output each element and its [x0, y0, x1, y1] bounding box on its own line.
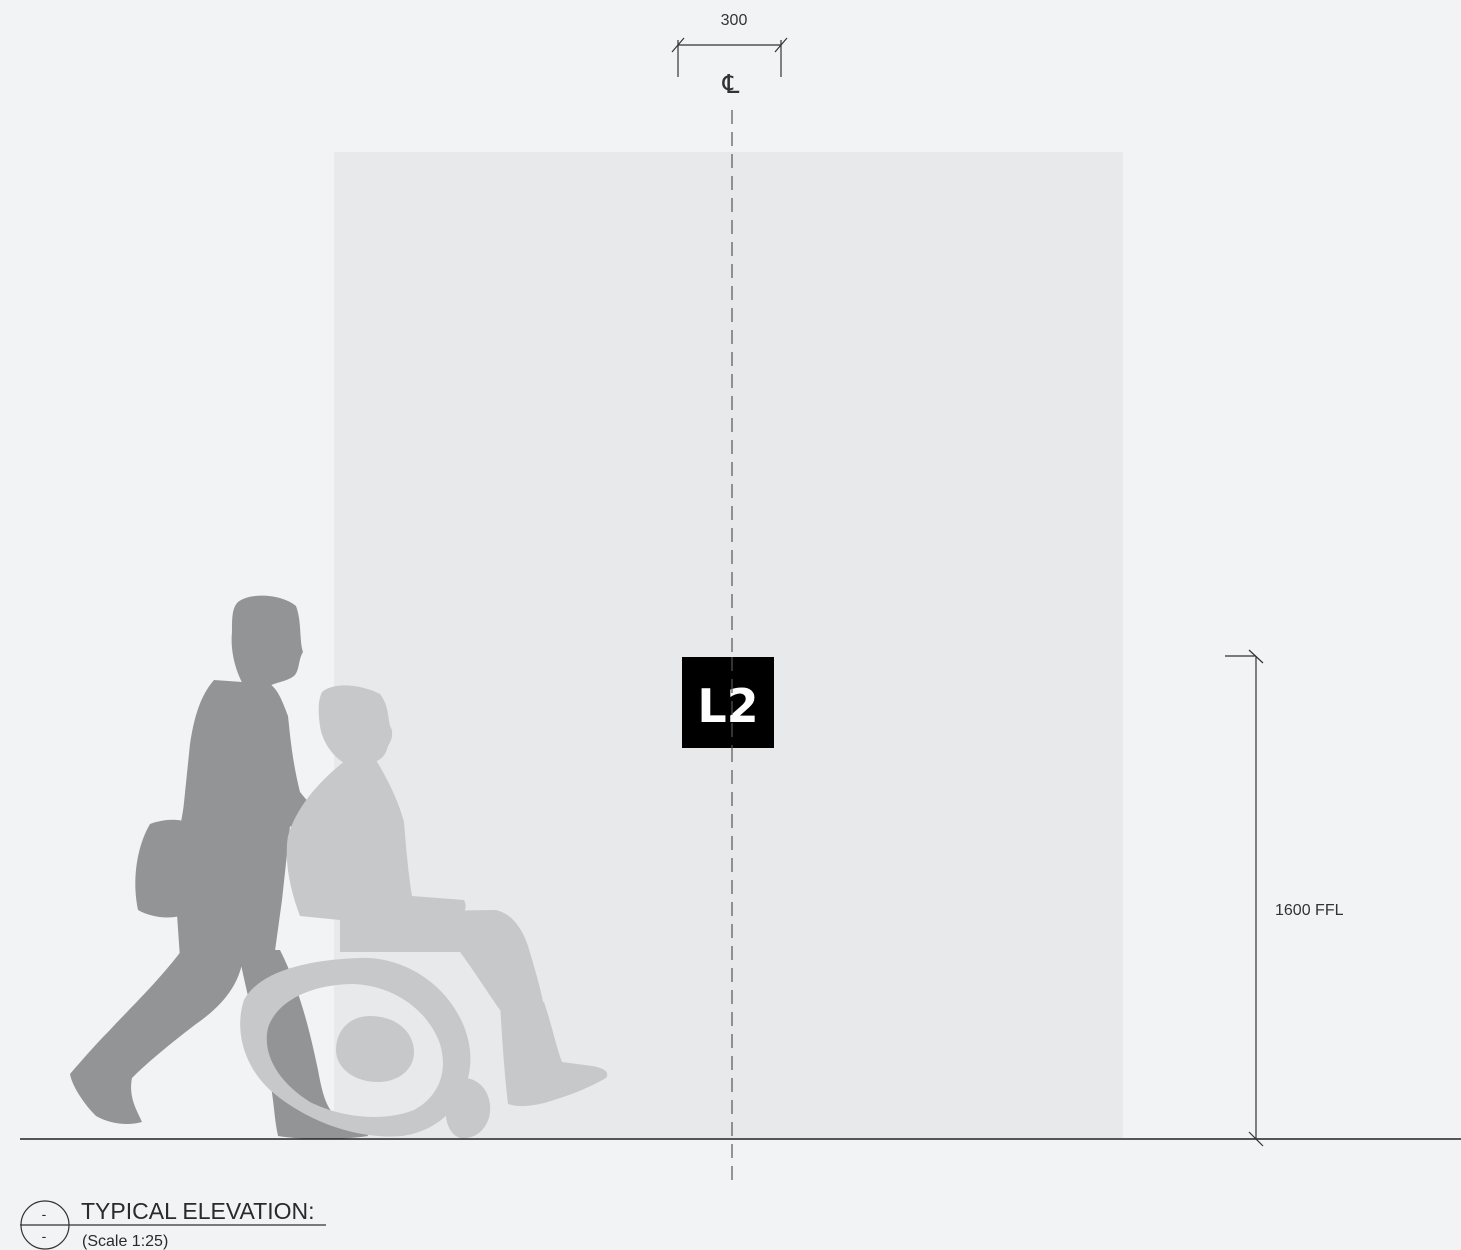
sign-plate: [682, 657, 774, 748]
section-marker-bottom: -: [42, 1228, 47, 1244]
top-dimension-label: 300: [721, 12, 748, 29]
section-marker-top: -: [42, 1206, 47, 1222]
section-marker: [20, 1200, 326, 1250]
top-dimension: [671, 37, 788, 77]
drawing-title: TYPICAL ELEVATION:: [81, 1198, 314, 1224]
sign-label: L2: [697, 679, 758, 733]
drawing-scale: (Scale 1:25): [82, 1233, 168, 1250]
height-dimension-label: 1600 FFL: [1275, 902, 1344, 919]
height-dimension: [1225, 649, 1264, 1147]
wall-panel: [334, 152, 1123, 1138]
centerline-symbol: ℄: [722, 69, 740, 99]
wheelchair-user-silhouette: [240, 685, 608, 1139]
